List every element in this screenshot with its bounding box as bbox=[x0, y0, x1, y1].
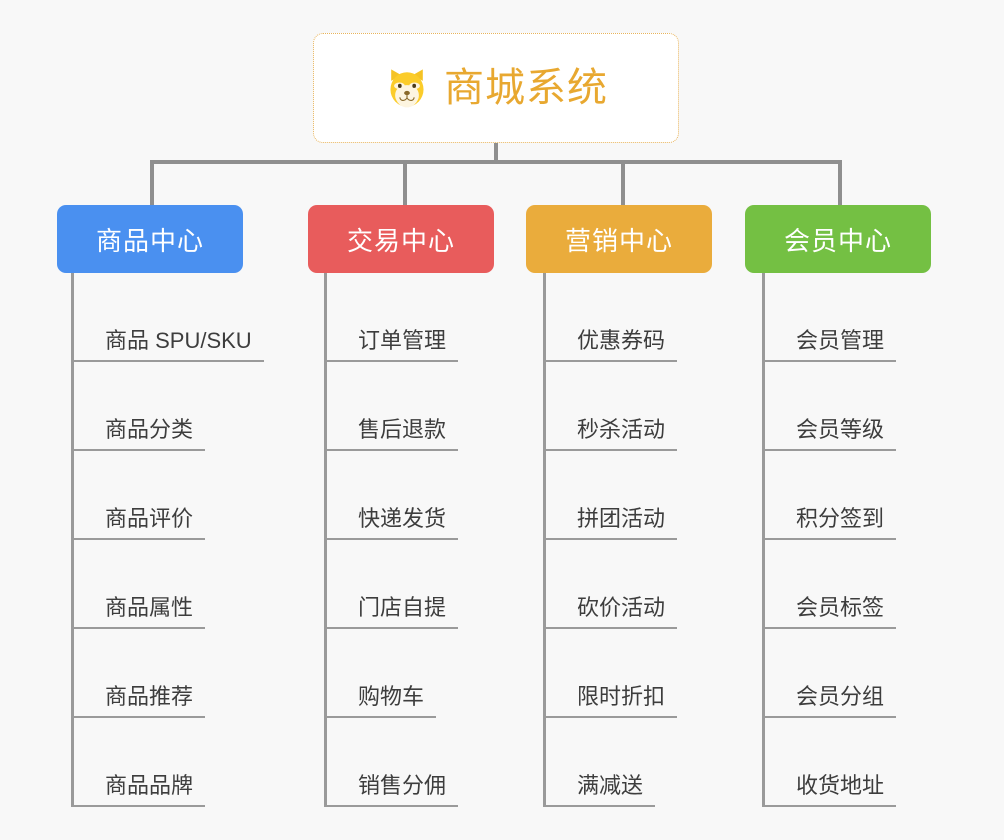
leaf-item-label: 拼团活动 bbox=[577, 506, 666, 531]
leaf-item[interactable]: 快递发货 bbox=[324, 451, 544, 540]
leaf-item[interactable]: 积分签到 bbox=[762, 451, 982, 540]
leaf-item-label: 商品属性 bbox=[105, 595, 194, 620]
leaf-item-underline bbox=[71, 538, 205, 540]
leaf-item[interactable]: 收货地址 bbox=[762, 718, 982, 807]
leaf-item[interactable]: 商品评价 bbox=[71, 451, 291, 540]
leaf-item-label: 收货地址 bbox=[796, 773, 885, 798]
leaf-item-label: 商品推荐 bbox=[105, 684, 194, 709]
leaf-item-label: 会员管理 bbox=[796, 328, 885, 353]
leaf-item[interactable]: 会员标签 bbox=[762, 540, 982, 629]
leaf-item-underline bbox=[543, 538, 677, 540]
leaf-item-underline bbox=[71, 449, 205, 451]
leaf-item-underline bbox=[71, 627, 205, 629]
leaf-column-spine bbox=[543, 273, 546, 807]
leaf-item[interactable]: 优惠券码 bbox=[543, 273, 763, 362]
leaf-item-underline bbox=[543, 360, 677, 362]
leaf-item-label: 门店自提 bbox=[358, 595, 447, 620]
leaf-item-underline bbox=[762, 538, 896, 540]
root-title: 商城系统 bbox=[444, 66, 608, 110]
leaf-item[interactable]: 砍价活动 bbox=[543, 540, 763, 629]
leaf-item-underline bbox=[324, 805, 458, 807]
leaf-item-underline bbox=[543, 627, 677, 629]
category-box-member[interactable]: 会员中心 bbox=[745, 205, 931, 273]
shiba-dog-face-icon bbox=[384, 65, 430, 111]
leaf-item-label: 购物车 bbox=[358, 684, 425, 709]
leaf-item-underline bbox=[762, 360, 896, 362]
category-box-marketing[interactable]: 营销中心 bbox=[526, 205, 712, 273]
root-node[interactable]: 商城系统 bbox=[313, 33, 679, 143]
category-label: 交易中心 bbox=[346, 225, 455, 256]
leaf-item-underline bbox=[762, 716, 896, 718]
leaf-item-label: 售后退款 bbox=[358, 417, 447, 442]
leaf-item[interactable]: 商品分类 bbox=[71, 362, 291, 451]
leaf-item-label: 快递发货 bbox=[358, 506, 447, 531]
category-box-trade[interactable]: 交易中心 bbox=[308, 205, 494, 273]
leaf-item-label: 商品 SPU/SKU bbox=[105, 328, 252, 353]
connector-drop-4 bbox=[838, 160, 842, 207]
leaf-item-label: 砍价活动 bbox=[577, 595, 666, 620]
leaf-item[interactable]: 满减送 bbox=[543, 718, 763, 807]
leaf-item[interactable]: 会员管理 bbox=[762, 273, 982, 362]
leaf-item-underline bbox=[762, 449, 896, 451]
leaf-item-label: 会员分组 bbox=[796, 684, 885, 709]
leaf-item-label: 积分签到 bbox=[796, 506, 885, 531]
leaf-item[interactable]: 购物车 bbox=[324, 629, 544, 718]
leaf-item[interactable]: 商品 SPU/SKU bbox=[71, 273, 291, 362]
leaf-item-label: 会员等级 bbox=[796, 417, 885, 442]
leaf-item[interactable]: 会员等级 bbox=[762, 362, 982, 451]
category-label: 商品中心 bbox=[95, 225, 204, 256]
leaf-item-label: 销售分佣 bbox=[358, 773, 447, 798]
leaf-item-underline bbox=[71, 360, 264, 362]
leaf-column-spine bbox=[762, 273, 765, 807]
category-label: 营销中心 bbox=[564, 225, 673, 256]
leaf-item[interactable]: 拼团活动 bbox=[543, 451, 763, 540]
leaf-item-underline bbox=[324, 716, 436, 718]
leaf-item-underline bbox=[71, 716, 205, 718]
leaf-item-underline bbox=[762, 627, 896, 629]
leaf-item-underline bbox=[324, 449, 458, 451]
leaf-item-label: 限时折扣 bbox=[577, 684, 666, 709]
leaf-column-spine bbox=[71, 273, 74, 807]
leaf-column-product: 商品 SPU/SKU 商品分类商品评价商品属性商品推荐商品品牌 bbox=[71, 273, 291, 807]
leaf-item-underline bbox=[324, 627, 458, 629]
connector-drop-3 bbox=[621, 160, 625, 207]
leaf-column-member: 会员管理会员等级积分签到会员标签会员分组收货地址 bbox=[762, 273, 982, 807]
leaf-item-underline bbox=[543, 805, 655, 807]
leaf-item-label: 商品评价 bbox=[105, 506, 194, 531]
leaf-item[interactable]: 商品品牌 bbox=[71, 718, 291, 807]
connector-drop-1 bbox=[150, 160, 154, 207]
leaf-item-underline bbox=[543, 716, 677, 718]
leaf-item[interactable]: 会员分组 bbox=[762, 629, 982, 718]
leaf-item-underline bbox=[324, 360, 458, 362]
leaf-item-underline bbox=[543, 449, 677, 451]
leaf-column-marketing: 优惠券码秒杀活动拼团活动砍价活动限时折扣满减送 bbox=[543, 273, 763, 807]
leaf-column-spine bbox=[324, 273, 327, 807]
leaf-item[interactable]: 限时折扣 bbox=[543, 629, 763, 718]
leaf-column-trade: 订单管理售后退款快递发货门店自提购物车销售分佣 bbox=[324, 273, 544, 807]
leaf-item-label: 商品品牌 bbox=[105, 773, 194, 798]
leaf-item-label: 订单管理 bbox=[358, 328, 447, 353]
category-box-product[interactable]: 商品中心 bbox=[57, 205, 243, 273]
leaf-item[interactable]: 门店自提 bbox=[324, 540, 544, 629]
leaf-item-label: 商品分类 bbox=[105, 417, 194, 442]
leaf-item-label: 满减送 bbox=[577, 773, 644, 798]
leaf-item[interactable]: 秒杀活动 bbox=[543, 362, 763, 451]
leaf-item[interactable]: 订单管理 bbox=[324, 273, 544, 362]
leaf-item[interactable]: 商品属性 bbox=[71, 540, 291, 629]
leaf-item-label: 秒杀活动 bbox=[577, 417, 666, 442]
connector-drop-2 bbox=[403, 160, 407, 207]
leaf-item-underline bbox=[762, 805, 896, 807]
category-label: 会员中心 bbox=[783, 225, 892, 256]
leaf-item[interactable]: 售后退款 bbox=[324, 362, 544, 451]
leaf-item-underline bbox=[324, 538, 458, 540]
leaf-item-label: 会员标签 bbox=[796, 595, 885, 620]
leaf-item[interactable]: 商品推荐 bbox=[71, 629, 291, 718]
connector-root-stem bbox=[494, 143, 498, 164]
leaf-item-underline bbox=[71, 805, 205, 807]
leaf-item[interactable]: 销售分佣 bbox=[324, 718, 544, 807]
connector-horizontal-bus bbox=[150, 160, 842, 164]
leaf-item-label: 优惠券码 bbox=[577, 328, 666, 353]
